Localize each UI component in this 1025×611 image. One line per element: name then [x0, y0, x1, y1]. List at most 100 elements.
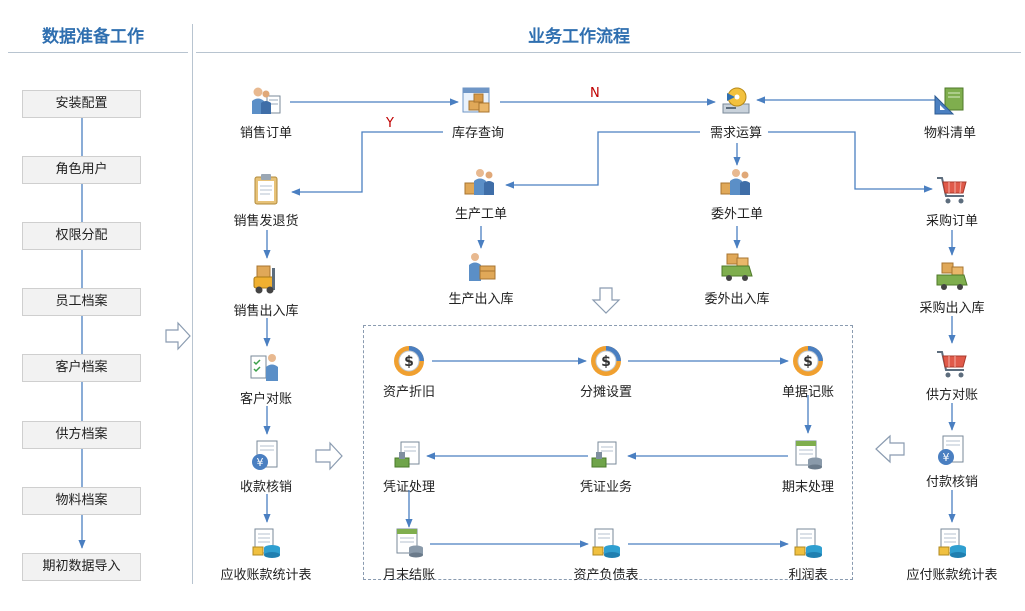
node-income-stmt[interactable]: 利润表: [738, 526, 878, 583]
node-label: 销售订单: [239, 126, 292, 141]
workers-boxes-icon: [463, 165, 499, 201]
voucher-stamp-icon: [588, 438, 624, 474]
voucher-stamp-icon: [391, 438, 427, 474]
node-balance-sheet[interactable]: 资产负债表: [536, 526, 676, 583]
node-label: 资产负债表: [573, 568, 639, 583]
sheet-database-icon: [391, 526, 427, 562]
report-database-icon: [790, 526, 826, 562]
prep-step-roles[interactable]: 角色用户: [22, 156, 141, 184]
svg-text:$: $: [404, 354, 414, 370]
workflow-title-rule: [196, 52, 1021, 53]
node-allocation[interactable]: $ 分摊设置: [536, 343, 676, 400]
yen-document-icon: ¥: [248, 438, 284, 474]
prep-section-title: 数据准备工作: [42, 27, 144, 47]
node-label: 应付账款统计表: [906, 568, 998, 583]
node-sales-out[interactable]: 销售出入库: [196, 262, 336, 319]
node-label: 付款核销: [925, 475, 978, 490]
node-label: 采购订单: [925, 214, 978, 229]
sheet-database-icon: [790, 438, 826, 474]
workers-boxes-icon: [719, 165, 755, 201]
node-label: 供方对账: [925, 388, 978, 403]
svg-text:$: $: [601, 354, 611, 370]
node-receipt-writeoff[interactable]: ¥ 收款核销: [196, 438, 336, 495]
node-label: 销售发退货: [233, 214, 299, 229]
node-voucher-proc[interactable]: 凭证处理: [339, 438, 479, 495]
node-label: 销售出入库: [233, 304, 299, 319]
node-label: 需求运算: [709, 126, 762, 141]
prep-step-suppliers[interactable]: 供方档案: [22, 421, 141, 449]
node-label: 月末结账: [382, 568, 435, 583]
node-asset-depr[interactable]: $ 资产折旧: [339, 343, 479, 400]
ruler-book-icon: [932, 84, 968, 120]
prep-step-permissions[interactable]: 权限分配: [22, 222, 141, 250]
node-purchase-in[interactable]: 采购出入库: [882, 259, 1022, 316]
node-production-order[interactable]: 生产工单: [411, 165, 551, 222]
hollow-arrow-right: [875, 434, 905, 464]
node-label: 分摊设置: [579, 385, 632, 400]
node-sales-order[interactable]: 销售订单: [196, 84, 336, 141]
svg-text:$: $: [803, 354, 813, 370]
node-label: 资产折旧: [382, 385, 435, 400]
node-label: 物料清单: [923, 126, 976, 141]
node-label: 收款核销: [239, 480, 292, 495]
report-database-icon: [248, 526, 284, 562]
node-sales-return[interactable]: 销售发退货: [196, 172, 336, 229]
prep-step-employees[interactable]: 员工档案: [22, 288, 141, 316]
node-outsource-order[interactable]: 委外工单: [667, 165, 807, 222]
node-label: 委外出入库: [704, 292, 770, 307]
yen-document-icon: ¥: [934, 433, 970, 469]
node-demand-calc[interactable]: 需求运算: [666, 84, 806, 141]
worker-box-icon: [463, 250, 499, 286]
people-document-icon: [248, 84, 284, 120]
prep-step-opening-data[interactable]: 期初数据导入: [22, 553, 141, 581]
clipboard-icon: [248, 172, 284, 208]
finance-group-box: [363, 325, 853, 580]
truck-boxes-icon: [719, 250, 755, 286]
node-supplier-recon[interactable]: 供方对账: [882, 346, 1022, 403]
node-month-close[interactable]: 月末结账: [339, 526, 479, 583]
node-label: 期末处理: [781, 480, 834, 495]
no-label: N: [590, 86, 600, 101]
node-ap-report[interactable]: 应付账款统计表: [882, 526, 1022, 583]
dollar-coin-icon: $: [391, 343, 427, 379]
node-doc-posting[interactable]: $ 单据记账: [738, 343, 878, 400]
report-database-icon: [588, 526, 624, 562]
yes-label: Y: [386, 116, 394, 131]
boxes-window-icon: [460, 84, 496, 120]
svg-text:¥: ¥: [257, 456, 264, 469]
svg-text:¥: ¥: [943, 451, 950, 464]
node-label: 客户对账: [239, 392, 292, 407]
cd-computer-icon: [718, 84, 754, 120]
node-period-end[interactable]: 期末处理: [738, 438, 878, 495]
shopping-cart-icon: [934, 346, 970, 382]
node-customer-recon[interactable]: 客户对账: [196, 350, 336, 407]
node-label: 单据记账: [781, 385, 834, 400]
node-label: 库存查询: [451, 126, 504, 141]
shopping-cart-icon: [934, 172, 970, 208]
node-purchase-order[interactable]: 采购订单: [882, 172, 1022, 229]
node-voucher-biz[interactable]: 凭证业务: [536, 438, 676, 495]
node-inventory-query[interactable]: 库存查询: [408, 84, 548, 141]
report-database-icon: [934, 526, 970, 562]
node-bom[interactable]: 物料清单: [880, 84, 1020, 141]
node-ar-report[interactable]: 应收账款统计表: [196, 526, 336, 583]
node-label: 应收账款统计表: [220, 568, 312, 583]
hollow-arrow-left: [315, 441, 343, 471]
node-label: 凭证业务: [579, 480, 632, 495]
dollar-coin-icon: $: [790, 343, 826, 379]
prep-step-install[interactable]: 安装配置: [22, 90, 141, 118]
node-label: 采购出入库: [919, 301, 985, 316]
prep-step-customers[interactable]: 客户档案: [22, 354, 141, 382]
node-payment-writeoff[interactable]: ¥ 付款核销: [882, 433, 1022, 490]
hollow-arrow-prep: [165, 321, 191, 351]
forklift-icon: [248, 262, 284, 298]
prep-step-materials[interactable]: 物料档案: [22, 487, 141, 515]
hollow-arrow-down: [591, 287, 621, 314]
prep-title-rule: [8, 52, 188, 53]
dollar-coin-icon: $: [588, 343, 624, 379]
node-outsource-in[interactable]: 委外出入库: [667, 250, 807, 307]
workflow-section-title: 业务工作流程: [528, 27, 630, 47]
node-label: 生产工单: [454, 207, 507, 222]
node-production-in[interactable]: 生产出入库: [411, 250, 551, 307]
node-label: 利润表: [788, 568, 828, 583]
